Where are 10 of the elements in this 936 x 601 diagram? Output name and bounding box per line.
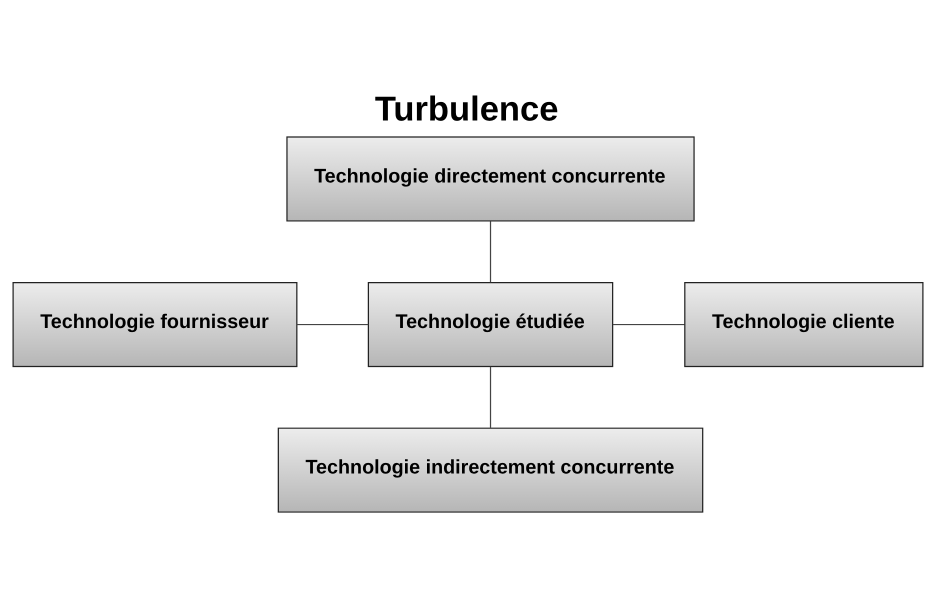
node-box: Technologie directement concurrente: [286, 136, 695, 222]
connector: [296, 324, 368, 326]
node-box: Technologie cliente: [684, 282, 924, 368]
node-box: Technologie fournisseur: [12, 282, 298, 368]
connector: [612, 324, 684, 326]
connector: [490, 221, 492, 282]
connector: [490, 366, 492, 428]
diagram-title: Turbulence: [374, 90, 558, 128]
node-box: Technologie étudiée: [368, 282, 614, 368]
node-box: Technologie indirectement concurrente: [278, 428, 704, 513]
